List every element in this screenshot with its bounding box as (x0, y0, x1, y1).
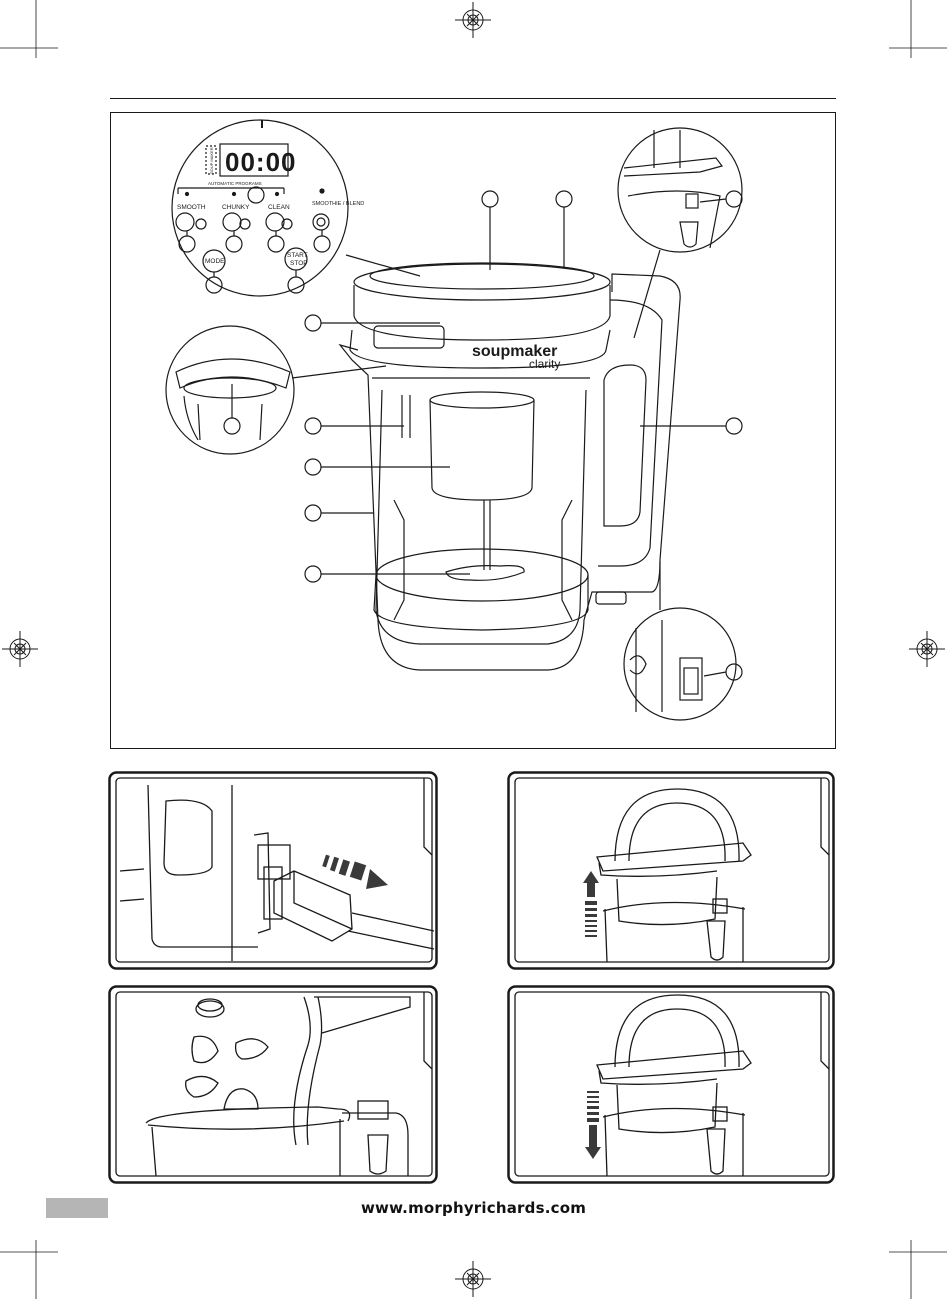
panel-add-ingredients (108, 985, 438, 1185)
panel-lift-lid (507, 771, 835, 971)
mode-button-label: MODE (205, 258, 225, 265)
vegetable-icon (186, 999, 268, 1109)
seal-zoom-callout (166, 326, 386, 454)
arrow-right-icon (322, 855, 388, 889)
callout-markers (179, 187, 742, 680)
socket-zoom-callout (624, 562, 736, 720)
arrow-down-icon (585, 1091, 601, 1159)
start-button-label: START (287, 252, 308, 259)
program-label-clean: CLEAN (268, 204, 290, 211)
brand-clarity: clarity (529, 357, 560, 371)
auto-program-label: AUTOMATIC PROGRAMS (208, 181, 262, 186)
panel-plug-in (108, 771, 438, 971)
program-label-smoothie: SMOOTHIE / BLEND (312, 201, 364, 207)
registration-mark-bottom (453, 1259, 493, 1299)
stop-button-label: STOP (290, 260, 308, 267)
website-url[interactable]: www.morphyrichards.com (0, 1199, 947, 1217)
program-label-smooth: SMOOTH (177, 204, 206, 211)
panel-lower-lid (507, 985, 835, 1185)
program-label-chunky: CHUNKY (222, 204, 250, 211)
arrow-up-icon (583, 871, 599, 937)
side-label: SOUP MAKER (209, 147, 214, 174)
main-diagram: soupmaker clarity 00:00 AUTOMATIC PROGRA… (0, 0, 947, 760)
display-time: 00:00 (225, 147, 297, 177)
